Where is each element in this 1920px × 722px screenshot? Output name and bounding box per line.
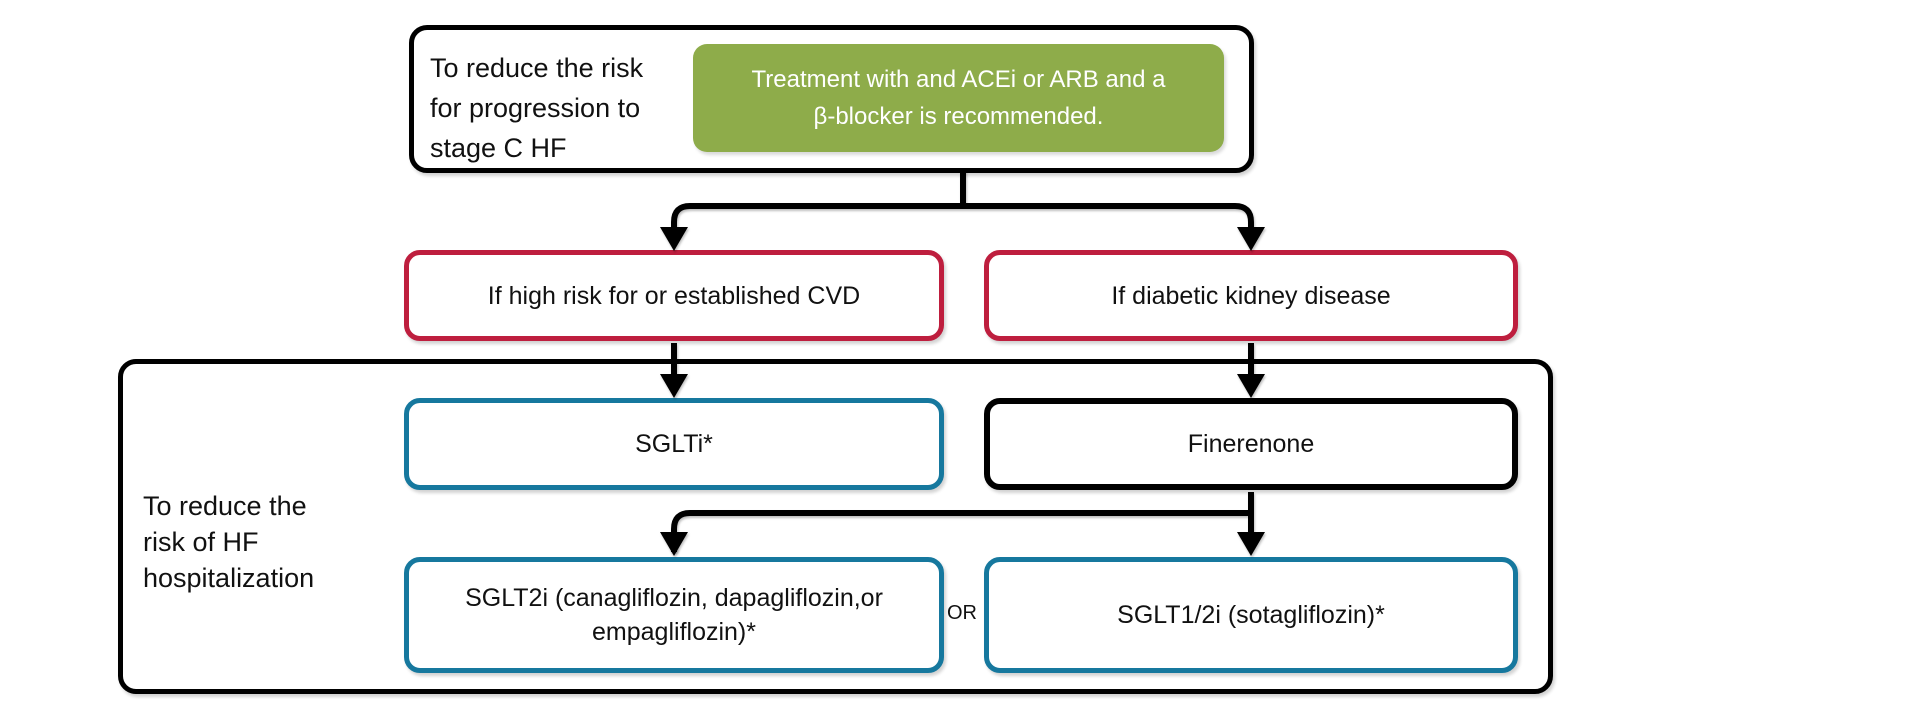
connector-top-branch (671, 203, 1254, 230)
acei-arb-recommendation-box: Treatment with and ACEi or ARB and a β-b… (693, 44, 1224, 152)
stage-b-label: To reduce the risk for progression to st… (430, 53, 644, 163)
or-connector-label: OR (947, 602, 977, 624)
hf-hospitalization-label: To reduce the risk of HF hospitalization (143, 491, 315, 593)
arrowhead-to-dkd (1237, 227, 1265, 251)
finerenone-box: Finerenone (984, 398, 1518, 490)
sglt12i-box: SGLT1/2i (sotagliflozin)* (984, 557, 1518, 673)
arrowhead-to-cvd (660, 227, 688, 251)
sglt2i-box: SGLT2i (canagliflozin, dapagliflozin,or … (404, 557, 944, 673)
condition-cvd-box: If high risk for or established CVD (404, 250, 944, 341)
condition-dkd-box: If diabetic kidney disease (984, 250, 1518, 341)
sglti-box: SGLTi* (404, 398, 944, 490)
hf-hospitalization-container (118, 359, 1553, 694)
